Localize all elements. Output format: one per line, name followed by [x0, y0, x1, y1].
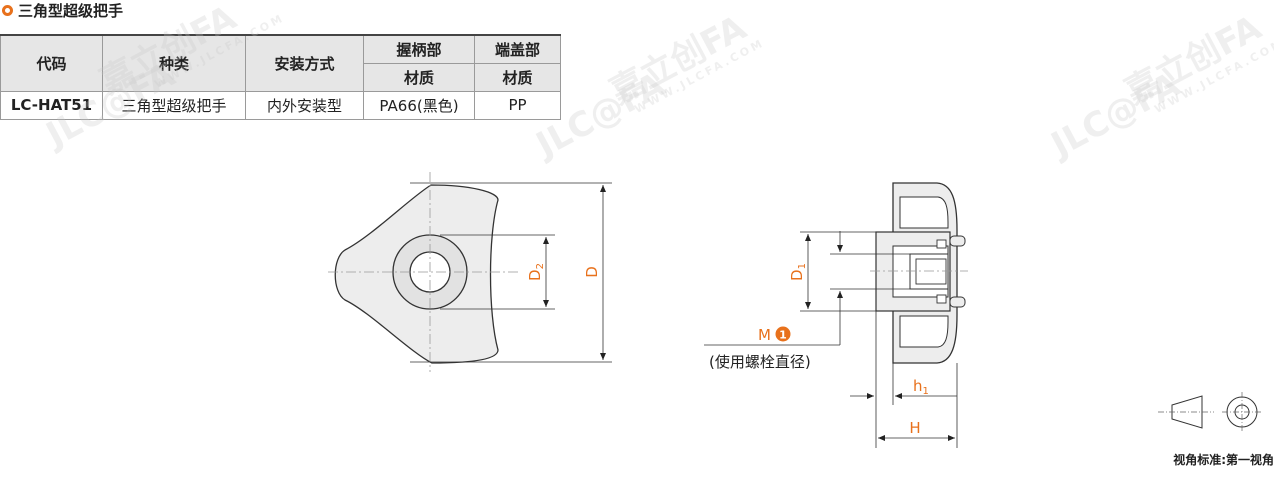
- spec-table: 代码 种类 安装方式 握柄部 端盖部 材质 材质 LC-HAT51 三角型超级把…: [0, 34, 561, 120]
- h-label: H: [909, 419, 920, 437]
- projection-symbol-icon: [1158, 392, 1262, 432]
- h1-label-main: h: [913, 377, 923, 395]
- d2-label-main: D: [526, 269, 544, 281]
- view-standard-label: 视角标准:第一视角: [1173, 453, 1274, 467]
- side-cutout-top: [899, 196, 949, 229]
- table-row: LC-HAT51 三角型超级把手 内外安装型 PA66(黑色) PP: [0, 90, 561, 120]
- d2-label-sub: 2: [535, 263, 546, 269]
- page-title-text: 三角型超级把手: [18, 1, 124, 20]
- cap-bottom-tab: [949, 296, 966, 308]
- d-label: D: [583, 266, 601, 278]
- header-grip-material: 材质: [363, 62, 475, 92]
- front-view: D2 D: [328, 172, 612, 372]
- cell-mount: 内外安装型: [245, 90, 364, 120]
- header-code: 代码: [0, 34, 103, 92]
- m-label: M: [758, 326, 771, 344]
- cell-kind: 三角型超级把手: [102, 90, 246, 120]
- side-cutout-bottom: [899, 315, 949, 348]
- projection-cone: [1171, 395, 1203, 429]
- header-kind: 种类: [102, 34, 246, 92]
- d1-label: D1: [788, 263, 808, 281]
- cap-top-tab: [949, 235, 966, 247]
- m-badge-number: 1: [779, 329, 787, 342]
- side-view: D1 M 1 (使用螺栓直径) h1 H: [704, 182, 968, 448]
- header-grip: 握柄部: [363, 34, 475, 64]
- m-badge-circle: [775, 326, 791, 342]
- cell-cap-material: PP: [474, 90, 561, 120]
- table-header-row: 代码 种类 安装方式 握柄部 端盖部: [0, 34, 561, 92]
- circle-bullet-icon: [2, 4, 13, 16]
- header-cap-material: 材质: [474, 62, 561, 92]
- m-note: (使用螺栓直径): [709, 353, 811, 371]
- header-cap: 端盖部: [474, 34, 561, 64]
- d2-label: D2: [526, 263, 546, 281]
- cell-grip-material: PA66(黑色): [363, 90, 475, 120]
- h1-label-sub: 1: [923, 386, 929, 397]
- cap-notch-bottom: [936, 294, 947, 304]
- d1-label-main: D: [788, 269, 806, 281]
- cap-notch-top: [936, 239, 947, 249]
- d1-label-sub: 1: [797, 263, 808, 269]
- bore-core: [915, 258, 947, 285]
- h1-label: h1: [913, 377, 929, 397]
- cell-code: LC-HAT51: [0, 90, 103, 120]
- page-title: 三角型超级把手: [2, 0, 123, 20]
- table-subheader-row: 材质 材质: [1, 62, 561, 92]
